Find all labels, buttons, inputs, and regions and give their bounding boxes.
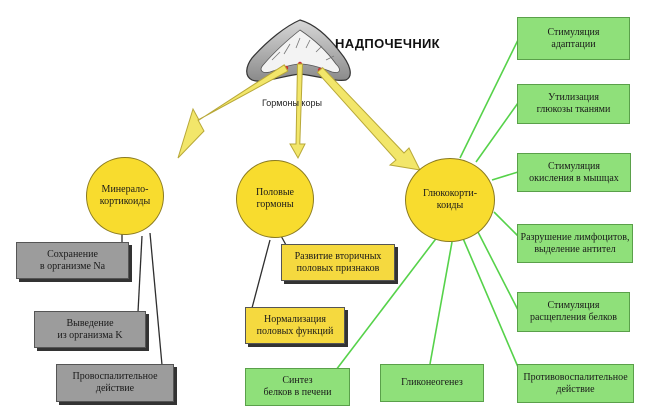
effect-protein-breakdown: Стимуляция расщепления белков: [517, 292, 630, 332]
effect-line: выделение антител: [534, 243, 616, 255]
effect-line: в организме Na: [39, 260, 106, 272]
effect-line: Синтез: [282, 375, 313, 386]
effect-gluconeogenesis: Гликонеогенез: [380, 364, 484, 402]
line-mineralocorticoids-inflammation: [149, 232, 163, 366]
arrow-to-glucocorticoids: [316, 67, 421, 171]
mineralocorticoids-node: Минерало- кортикоиды: [86, 157, 164, 235]
line-gc-adaptation: [459, 39, 519, 159]
glucocorticoids-label-line-2: коиды: [436, 200, 464, 211]
glucocorticoids-node: Глюкокорти- коиды: [405, 158, 495, 242]
effect-line: Разрушение лимфоцитов,: [520, 231, 630, 243]
line-gc-glucose: [475, 102, 519, 163]
sex-hormones-label-line-2: гормоны: [256, 199, 294, 210]
effect-line: Провоспалительное: [72, 371, 158, 382]
effect-line: окисления в мышцах: [529, 172, 619, 184]
effect-line: Стимуляция: [547, 160, 601, 172]
mineralocorticoids-label-line-2: кортикоиды: [99, 196, 151, 207]
effect-line: расщепления белков: [529, 312, 618, 323]
effect-line: белков в печени: [263, 387, 332, 398]
effect-lymphocyte-destruction: Разрушение лимфоцитов, выделение антител: [517, 224, 633, 263]
line-gc-protein-synthesis: [335, 235, 439, 371]
effect-line: Выведение: [66, 317, 114, 329]
line-gc-lymphocytes: [493, 211, 519, 237]
effect-line: действие: [95, 383, 135, 394]
effect-adaptation-stimulation: Стимуляция адаптации: [517, 17, 630, 60]
effect-line: Развитие вторичных: [294, 250, 382, 262]
line-gc-gluconeogenesis: [429, 241, 453, 365]
sex-hormones-label-line-1: Половые: [256, 187, 294, 198]
effect-line: Гликонеогенез: [401, 377, 463, 388]
effect-sexual-function-normalization: Нормализация половых функций: [245, 307, 345, 344]
effect-sodium-retention: Сохранение в организме Na: [16, 242, 129, 279]
effect-secondary-sex-characteristics: Развитие вторичных половых признаков: [281, 244, 395, 281]
arrow-to-mineralocorticoids: [177, 64, 289, 159]
effect-anti-inflammatory: Противовоспалительное действие: [517, 364, 634, 403]
effect-line: Сохранение: [47, 248, 98, 260]
line-gc-anti-inflammatory: [461, 235, 519, 368]
effect-potassium-excretion: Выведение из организма K: [34, 311, 146, 348]
arrow-to-sex-hormones: [289, 63, 306, 160]
effect-line: Стимуляция: [547, 300, 600, 311]
effect-line: Нормализация: [264, 313, 326, 325]
line-mineralocorticoids-potassium: [137, 235, 143, 313]
line-gc-proteolysis: [477, 231, 519, 311]
effect-proinflammatory: Провоспалительное действие: [56, 364, 174, 402]
effect-muscle-oxidation: Стимуляция окисления в мышцах: [517, 153, 631, 192]
effect-line: половых функций: [256, 325, 334, 337]
effect-line: Противовоспалительное: [523, 371, 628, 383]
glucocorticoids-label-line-1: Глюкокорти-: [422, 188, 478, 199]
mineralocorticoids-label-line-1: Минерало-: [101, 184, 149, 195]
effect-line: половых признаков: [296, 262, 380, 274]
line-gc-oxidation: [491, 171, 519, 181]
effect-line: Утилизация: [548, 92, 599, 103]
diagram-title: НАДПОЧЕЧНИК: [335, 36, 440, 51]
line-sex-hormones-functions: [251, 239, 271, 309]
effect-line: действие: [556, 383, 595, 395]
effect-glucose-utilization: Утилизация глюкозы тканями: [517, 84, 630, 124]
effect-line: адаптации: [551, 38, 596, 50]
effect-line: из организма K: [57, 329, 123, 341]
effect-liver-protein-synthesis: Синтез белков в печени: [245, 368, 350, 406]
effect-line: глюкозы тканями: [536, 104, 611, 115]
sex-hormones-node: Половые гормоны: [236, 160, 314, 238]
effect-line: Стимуляция: [547, 26, 600, 38]
cortex-hormones-label: Гормоны коры: [262, 98, 322, 108]
